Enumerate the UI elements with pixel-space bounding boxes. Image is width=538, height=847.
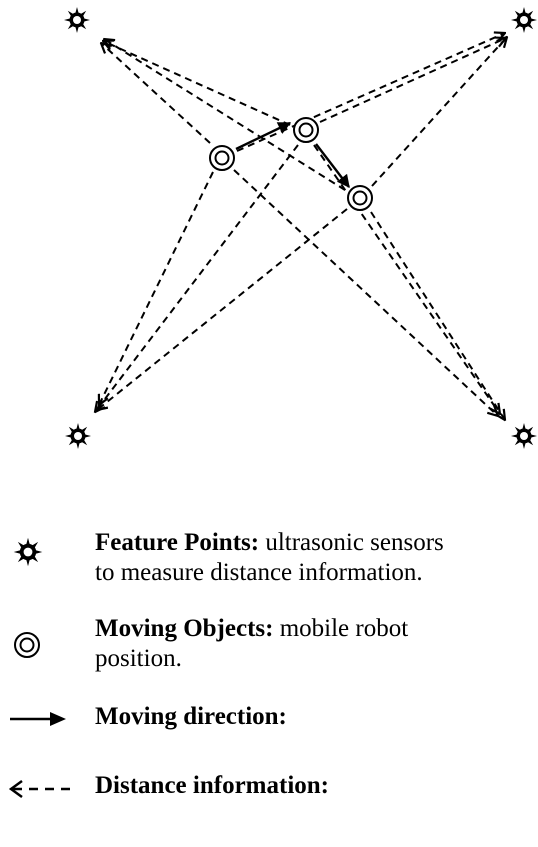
distance-arrow: [103, 41, 291, 126]
legend-term: Distance information:: [95, 772, 329, 799]
sun-gear-icon: [13, 537, 43, 567]
sun-gear-icon: [511, 423, 537, 449]
legend-term: Feature Points:: [95, 529, 260, 556]
moving-arrow-1-to-2: [235, 121, 292, 151]
sun-gear-icon: [511, 7, 537, 33]
distance-arrow: [370, 211, 505, 420]
sensor-robot-diagram: [64, 7, 537, 449]
distance-lines: [95, 33, 507, 420]
legend-description: ultrasonic sensors: [259, 529, 444, 556]
robot-positions: [209, 117, 373, 211]
dashed-arrow-icon: [8, 779, 70, 799]
moving-direction-arrows: [235, 121, 350, 189]
distance-arrow: [371, 37, 507, 187]
legend-description-line2: position.: [95, 645, 182, 672]
legend-term: Moving Objects:: [95, 615, 274, 642]
distance-arrow: [233, 169, 498, 416]
distance-arrow: [313, 144, 500, 414]
distance-arrow: [236, 33, 505, 152]
robot-position-3: [347, 185, 373, 211]
legend-description-line2: to measure distance information.: [95, 559, 423, 586]
distance-arrow: [97, 208, 348, 410]
distance-arrow: [99, 171, 214, 405]
sun-gear-icon: [65, 423, 91, 449]
distance-arrow: [95, 144, 299, 412]
sensors: [64, 7, 537, 449]
distance-arrow: [101, 43, 211, 144]
legend-term: Moving direction:: [95, 703, 287, 730]
solid-arrow-icon: [10, 712, 66, 726]
moving-arrow-2-to-3: [315, 143, 350, 189]
sun-gear-icon: [64, 7, 90, 33]
robot-position-2: [293, 117, 319, 143]
double-circle-icon: [14, 632, 40, 658]
legend-description: mobile robot: [273, 615, 409, 642]
distance-arrow: [319, 38, 506, 123]
robot-position-1: [209, 145, 235, 171]
